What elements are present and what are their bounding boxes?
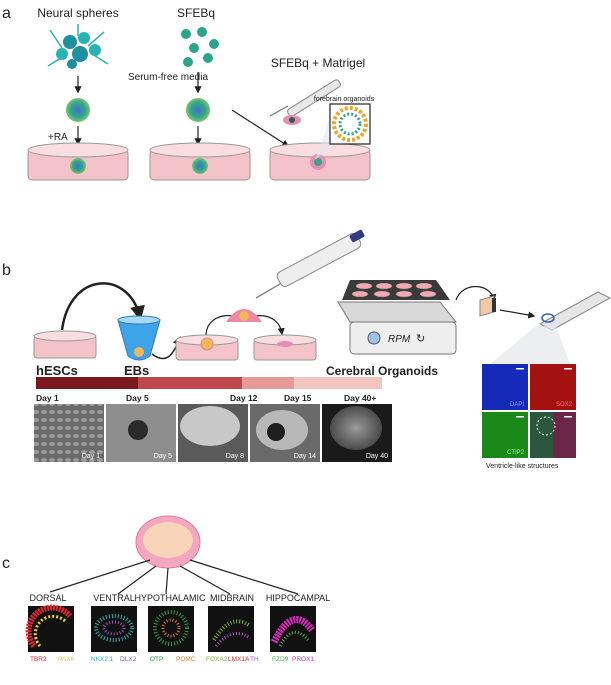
panel-a: a Neural spheres SFEBq SFEBq + Matrigel … [2,5,375,181]
region-label-hypothalamic: HYPOTHALAMIC [134,593,206,603]
panel-b: b [2,229,611,470]
micrograph-day40: Day 40 [322,404,392,462]
orbital-shaker-icon: RPM ↻ [337,280,458,355]
stain-label-sox2: SOX2 [556,402,573,408]
ventricle-label: Ventricle-like structures [486,463,559,470]
neural-spheres-title: Neural spheres [37,6,118,20]
serum-free-label: Serum-free media [128,72,208,83]
photo-label-1: Day 1 [82,453,100,460]
photo-label-3: Day 8 [226,453,244,460]
matrigel-droplet-b-icon [226,309,262,322]
region-image-ventral [91,606,137,652]
microscope-slide-icon [538,291,611,331]
timeline-bar [36,377,382,389]
pipette-a-icon [269,79,341,117]
region-image-midbrain [208,606,254,652]
photo-label-4: Day 14 [294,453,316,460]
day-tick-4: Day 15 [284,393,312,403]
dish-1-icon [27,142,129,181]
marker-th: TH [250,656,259,663]
aggregate-2-icon [186,98,210,122]
sfebq-matrigel-title: SFEBq + Matrigel [271,56,365,70]
stain-sox2: SOX2 [530,364,576,410]
region-label-ventral: VENTRAL [93,593,135,603]
pipette-b-icon [255,229,365,299]
organoid-dish-2-icon [253,334,317,361]
stain-label-ctip2: CTIP2 [507,450,525,456]
neural-sphere-cluster-icon [47,24,109,69]
timeline-segment-2 [138,377,242,389]
forebrain-inset [329,103,371,145]
day-tick-5: Day 40+ [344,393,376,403]
micrograph-day14: Day 14 [250,404,320,462]
stain-ctip2: CTIP2 [482,412,528,458]
micrograph-day1: Day 1 [34,404,104,462]
region-connectors [49,559,299,595]
hescs-dish-icon [33,330,97,359]
svg-text:↻: ↻ [416,333,425,345]
forebrain-label: forebrain organoids [314,96,375,103]
region-label-midbrain: MIDBRAIN [210,593,254,603]
stain-dapi: DAPI [482,364,528,410]
stain-label-dapi: DAPI [510,402,524,408]
region-image-hypothalamic [148,606,194,652]
marker-pax6: PAX6 [58,656,75,663]
marker-prox1: PROX1 [292,656,314,663]
rpm-label: RPM [388,334,411,345]
micrograph-day8: Day 8 [178,404,248,462]
marker-nkx2-1: NKX2.1 [91,656,114,663]
micrograph-day5: Day 5 [106,404,176,462]
region-image-hippocampal [270,606,316,652]
timeline-segment-3 [242,377,294,389]
region-label-dorsal: DORSAL [29,593,66,603]
marker-otp: OTP [150,656,163,663]
ebs-label: EBs [124,363,149,378]
aggregate-1-icon [66,98,90,122]
organoid-dish-1-icon [175,334,239,361]
day-tick-2: Day 5 [126,393,149,403]
marker-pomc: POMC [176,656,196,663]
marker-tbr2: TBR2 [30,656,47,663]
stain-merge [530,412,576,458]
timeline-segment-4 [294,377,382,389]
region-label-hippocampal: HIPPOCAMPAL [266,593,330,603]
panel-c-letter: c [2,555,10,572]
day-tick-1: Day 1 [36,393,59,403]
ebs-well-icon [117,315,161,361]
panel-c: c DORSAL VENTRAL HYPOTHALAMIC MIDBRAIN H… [2,515,330,663]
marker-fzd9: FZD9 [272,656,289,663]
panel-a-letter: a [2,5,11,22]
marker-lmx1a: LMX1A [228,656,250,663]
ra-label: +RA [48,132,68,143]
region-image-dorsal [25,604,74,652]
photo-label-5: Day 40 [366,453,388,460]
day-tick-3: Day 12 [230,393,258,403]
organoid-slice-icon [479,295,496,317]
organoid-icon [135,515,201,569]
sfebq-title: SFEBq [177,6,215,20]
panel-b-letter: b [2,262,11,279]
sfebq-cells-icon [181,27,219,67]
dish-2-icon [149,142,251,181]
photo-label-2: Day 5 [154,453,172,460]
marker-foxa2: FOXA2 [206,656,228,663]
cerebral-organoids-label: Cerebral Organoids [326,364,438,378]
hescs-label: hESCs [36,363,78,378]
timeline-segment-1 [36,377,138,389]
marker-dlx2: DLX2 [120,656,137,663]
